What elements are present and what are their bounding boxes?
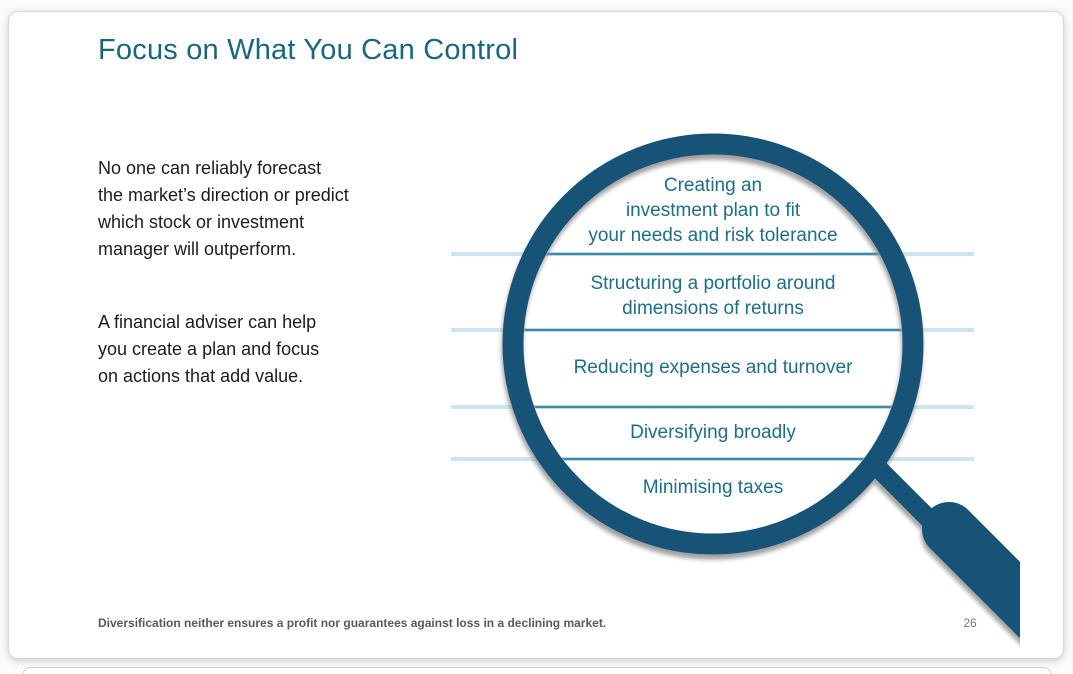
lens-item-line: Structuring a portfolio around bbox=[590, 273, 836, 294]
lens-item-line: Minimising taxes bbox=[642, 477, 784, 498]
lens-item-structuring-portfolio: Structuring a portfolio around dimension… bbox=[513, 271, 913, 321]
next-slide-top-edge bbox=[22, 667, 1052, 674]
lens-item-line: Reducing expenses and turnover bbox=[573, 357, 853, 378]
lens-item-minimising-taxes: Minimising taxes bbox=[513, 475, 913, 500]
lens-item-line: dimensions of returns bbox=[622, 298, 804, 319]
presentation-slide: Focus on What You Can Control No one can… bbox=[8, 11, 1064, 659]
lens-item-line: investment plan to fit bbox=[625, 200, 801, 221]
body-paragraph-forecast: No one can reliably forecast the market’… bbox=[98, 158, 349, 259]
lens-item-diversifying: Diversifying broadly bbox=[513, 420, 913, 445]
body-paragraph-adviser: A financial adviser can help you create … bbox=[98, 312, 320, 386]
lens-item-reducing-expenses: Reducing expenses and turnover bbox=[513, 355, 913, 380]
lens-item-line: your needs and risk tolerance bbox=[588, 225, 838, 246]
magnifier-ring-and-handle bbox=[502, 133, 1020, 639]
lens-item-line: Creating an bbox=[663, 175, 763, 196]
disclaimer-footnote: Diversification neither ensures a profit… bbox=[98, 616, 607, 630]
lens-item-line: Diversifying broadly bbox=[630, 422, 796, 443]
magnifying-glass-graphic bbox=[451, 133, 1020, 639]
lens-item-investment-plan: Creating an investment plan to fit your … bbox=[513, 173, 913, 248]
page-number: 26 bbox=[963, 616, 977, 630]
slide-title: Focus on What You Can Control bbox=[98, 34, 519, 66]
